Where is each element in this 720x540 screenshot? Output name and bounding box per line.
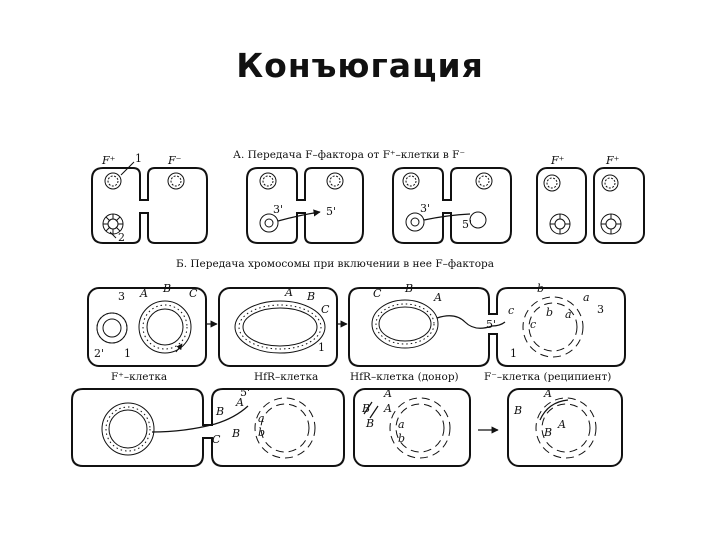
label-1: 1 (318, 341, 325, 354)
f-plasmid-icon (260, 173, 276, 189)
caption-hfr-donor: HfR–клетка (донор) (350, 371, 459, 383)
caption-hfr-cell: HfR–клетка (254, 371, 318, 383)
label-b: b (258, 426, 265, 439)
label-b: b (546, 306, 553, 319)
label-a: a (258, 412, 265, 425)
label-B: B (215, 405, 224, 418)
label-3-prime: 3' (420, 202, 430, 215)
panel-a1: F⁺ 1 F⁻ 2 (92, 152, 207, 244)
label-B: B (404, 282, 413, 295)
label-5-prime: 5' (326, 205, 336, 218)
panel-b4: b a 3 c c b a 1 (508, 282, 604, 360)
label-A: A (235, 396, 244, 409)
label-fplus: F⁺ (550, 154, 565, 167)
chromosome-ring (139, 301, 191, 353)
label-B: B (162, 282, 171, 295)
panel-a4: F⁺ F⁺ (537, 154, 644, 243)
label-b: b (537, 282, 544, 295)
label-C: C (373, 287, 382, 300)
a1-cells-outline (92, 168, 207, 243)
chromosome-icon (601, 214, 621, 234)
label-1: 1 (510, 347, 517, 360)
panel-b6: A B A B a b (354, 387, 470, 466)
label-2: 2 (118, 231, 125, 244)
label-2-prime: 2' (94, 347, 104, 360)
f-plasmid-icon (168, 173, 184, 189)
label-B: B (543, 426, 552, 439)
label-3: 3 (597, 303, 604, 316)
label-a: a (583, 291, 590, 304)
label-5-prime: 5' (486, 318, 496, 331)
f-plasmid-icon (544, 175, 560, 191)
label-b: b (398, 432, 405, 445)
label-C: C (212, 433, 221, 446)
label-a: a (565, 308, 572, 321)
a4-cell-left (537, 168, 586, 243)
label-A: A (139, 287, 148, 300)
label-fplus: F⁺ (101, 154, 116, 167)
label-A: A (433, 291, 442, 304)
a3-cells-outline (393, 168, 511, 243)
caption-fminus-recipient: F⁻–клетка (реципиент) (484, 371, 611, 383)
f-plasmid-icon (105, 173, 121, 189)
panel-b1: 3 A B C 2' 1 (88, 282, 206, 366)
caption-fplus-cell: F⁺–клетка (111, 371, 167, 383)
label-A: A (543, 387, 552, 400)
a4-cell-right (594, 168, 644, 243)
label-a: a (398, 418, 405, 431)
chromosome-ring (372, 300, 438, 348)
f-plasmid-icon (327, 173, 343, 189)
label-5-prime: 5' (462, 218, 472, 231)
panel-b2: A B C 1 (219, 286, 337, 366)
label-3: 3 (118, 290, 125, 303)
label-C: C (321, 303, 330, 316)
label-A: A (383, 387, 392, 400)
label-fminus: F⁻ (167, 154, 182, 167)
label-B: B (306, 290, 315, 303)
label-B: B (365, 417, 374, 430)
label-C: C (189, 287, 198, 300)
label-B: B (361, 402, 370, 415)
panel-b5: 5' A B C B a b (72, 386, 344, 466)
label-3-prime: 3' (273, 203, 283, 216)
f-plasmid-icon (97, 313, 127, 343)
chromosome-ring (102, 403, 154, 455)
f-plasmid-icon (403, 173, 419, 189)
label-B: B (231, 427, 240, 440)
label-fplus: F⁺ (605, 154, 620, 167)
panel-a3: 3' 5' (393, 168, 511, 243)
chromosome-icon (260, 214, 278, 232)
chromosome-ring (235, 301, 325, 353)
section-a-caption: А. Передача F–фактора от F⁺–клетки в F⁻ (233, 149, 465, 161)
label-c: c (530, 318, 536, 331)
label-A: A (383, 402, 392, 415)
f-plasmid-icon (476, 173, 492, 189)
label-A: A (284, 286, 293, 299)
panel-a2: 3' 5' (247, 168, 363, 243)
section-b-caption: Б. Передача хромосомы при включении в не… (176, 258, 494, 270)
label-c: c (508, 304, 514, 317)
a2-cells-outline (247, 168, 363, 243)
chromosome-icon (550, 214, 570, 234)
label-1: 1 (124, 347, 131, 360)
panel-b7: A B A B (508, 387, 622, 466)
label-B: B (513, 404, 522, 417)
label-1: 1 (135, 152, 142, 165)
label-A: A (557, 418, 566, 431)
f-plasmid-icon (602, 175, 618, 191)
chromosome-icon (406, 213, 424, 231)
